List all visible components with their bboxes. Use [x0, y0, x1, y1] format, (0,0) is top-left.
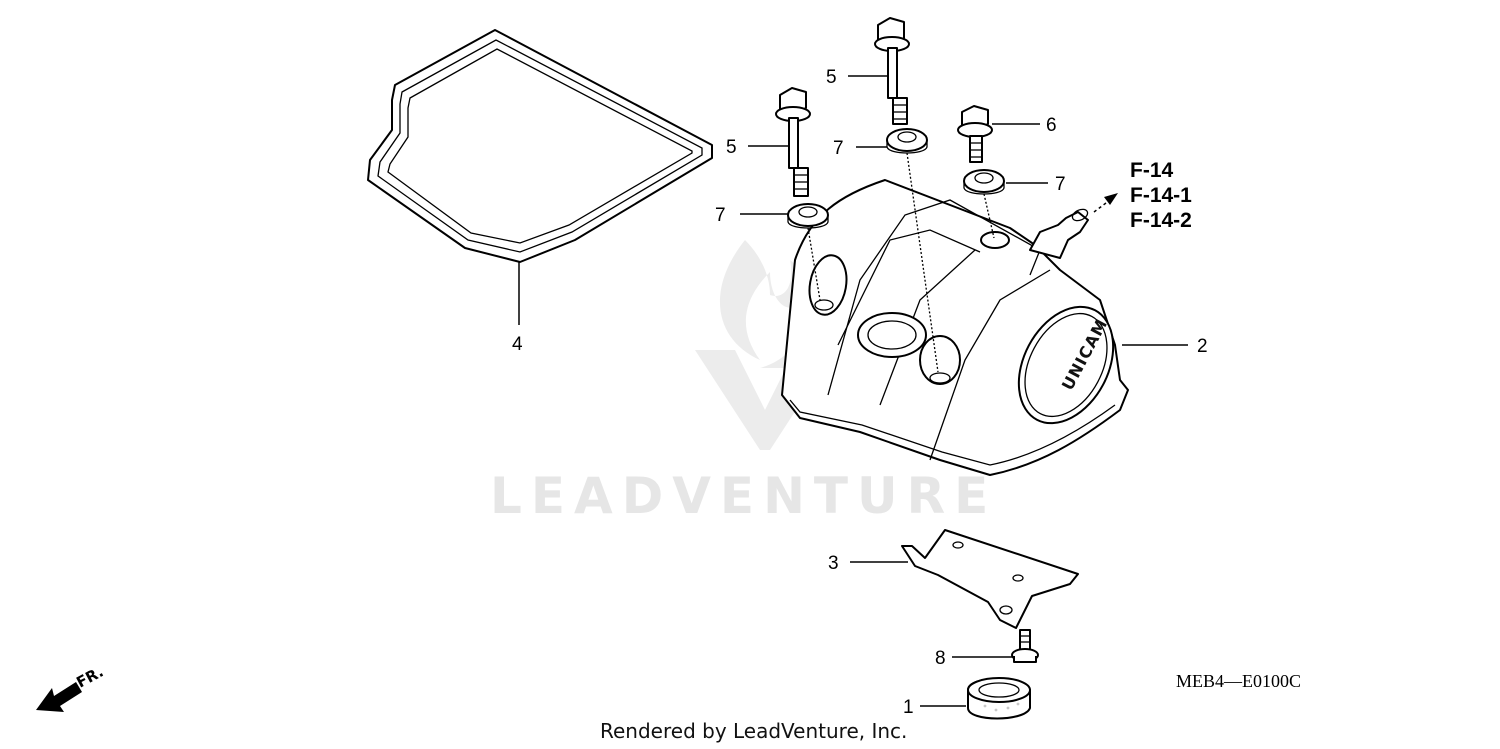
callout-8: 8 [935, 648, 946, 669]
washer-part-7-right[interactable] [963, 169, 1005, 195]
front-direction-marker: FR. [36, 663, 106, 712]
leadventure-watermark: LEADVENTURE [490, 240, 997, 525]
callout-7-right: 7 [1055, 174, 1066, 195]
callout-3: 3 [828, 553, 839, 574]
callout-7-left: 7 [715, 205, 726, 226]
callout-6: 6 [1046, 115, 1057, 136]
plate-part-3[interactable] [901, 529, 1079, 629]
front-arrow-icon [36, 682, 82, 712]
washer-part-7-left[interactable] [787, 203, 829, 229]
reference-arrow-icon [1093, 193, 1118, 213]
diagram-code: MEB4—E0100C [1176, 671, 1301, 691]
reference-f14-2[interactable]: F-14-2 [1130, 209, 1192, 232]
callout-2: 2 [1197, 336, 1208, 357]
cylinder-head-cover-part-2[interactable]: UNICAM [781, 179, 1132, 476]
assembly-line-center [906, 152, 939, 373]
bolt-part-5-left[interactable] [775, 87, 811, 197]
washer-part-7-center[interactable] [886, 128, 928, 154]
bolt-part-5-center[interactable] [874, 17, 910, 125]
reference-f14-1[interactable]: F-14-1 [1130, 184, 1192, 207]
callout-7-center: 7 [833, 138, 844, 159]
assembly-line-left [807, 227, 821, 301]
callout-4: 4 [512, 334, 523, 355]
render-credit: Rendered by LeadVenture, Inc. [600, 719, 907, 743]
seal-ring-part-1[interactable] [967, 677, 1031, 720]
callout-5-center: 5 [826, 67, 837, 88]
screw-part-8[interactable] [1011, 629, 1039, 663]
assembly-line-right [983, 193, 995, 239]
callout-1: 1 [903, 697, 914, 718]
watermark-text: LEADVENTURE [490, 467, 997, 525]
reference-f14[interactable]: F-14 [1130, 159, 1174, 182]
callout-5-left: 5 [726, 137, 737, 158]
bolt-part-6[interactable] [957, 105, 993, 163]
gasket-part-4[interactable] [367, 29, 713, 263]
